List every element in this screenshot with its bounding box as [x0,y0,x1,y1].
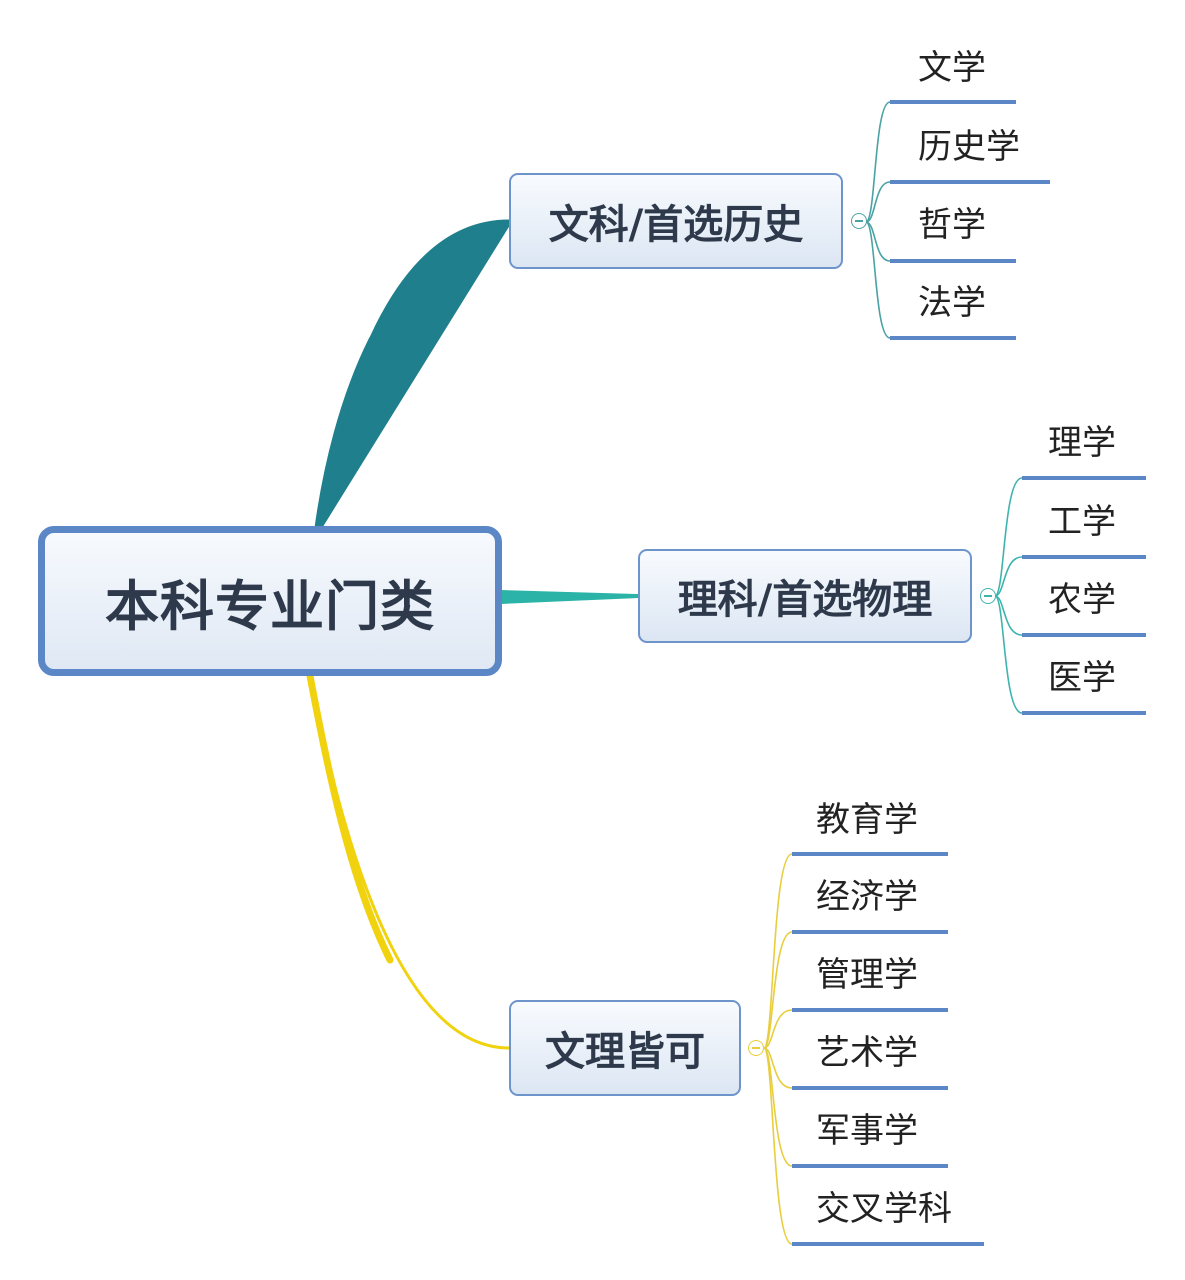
root-topic[interactable]: 本科专业门类 [38,526,502,676]
leaf-topic[interactable]: 管理学 [816,955,918,995]
leaf-topic[interactable]: 教育学 [816,800,918,840]
collapse-toggle-icon[interactable] [851,213,867,229]
leaf-connector-line [994,477,1023,597]
connector-root-both-thick [306,672,394,964]
leaf-topic[interactable]: 哲学 [918,205,986,245]
leaf-topic[interactable]: 交叉学科 [816,1189,952,1229]
leaf-topic[interactable]: 理学 [1048,423,1116,463]
leaf-topic[interactable]: 历史学 [918,127,1020,167]
leaf-topic[interactable]: 文学 [918,48,986,88]
branch-topic-liberal-arts[interactable]: 文科/首选历史 [509,173,843,269]
leaf-topic[interactable]: 经济学 [816,877,918,917]
leaf-connector-line [763,931,793,1049]
connector-root-both [308,675,510,1050]
leaf-topic[interactable]: 农学 [1048,580,1116,620]
leaf-connector-line [763,1047,793,1089]
branch-topic-both[interactable]: 文理皆可 [509,1000,741,1096]
leaf-connector-line [865,181,891,223]
leaf-topic[interactable]: 军事学 [816,1111,918,1151]
leaf-connector-line [994,556,1023,597]
leaf-connector-line [763,1009,793,1049]
collapse-toggle-icon[interactable] [980,588,996,604]
leaf-connector-line [763,1047,793,1245]
collapse-toggle-icon[interactable] [748,1040,764,1056]
leaf-connector-line [994,595,1023,714]
branch-topic-science[interactable]: 理科/首选物理 [638,549,972,643]
leaf-topic[interactable]: 医学 [1048,658,1116,698]
leaf-connector-line [994,595,1023,636]
leaf-topic[interactable]: 艺术学 [816,1033,918,1073]
connector-root-liberal-arts-thick [314,336,376,532]
connector-root-liberal-arts [315,219,512,533]
leaf-connector-line [865,221,891,262]
leaf-topic[interactable]: 法学 [918,283,986,323]
leaf-connector-line [865,221,891,339]
connector-root-science [498,589,639,605]
leaf-connector-line [865,101,891,223]
leaf-topic[interactable]: 工学 [1048,502,1116,542]
